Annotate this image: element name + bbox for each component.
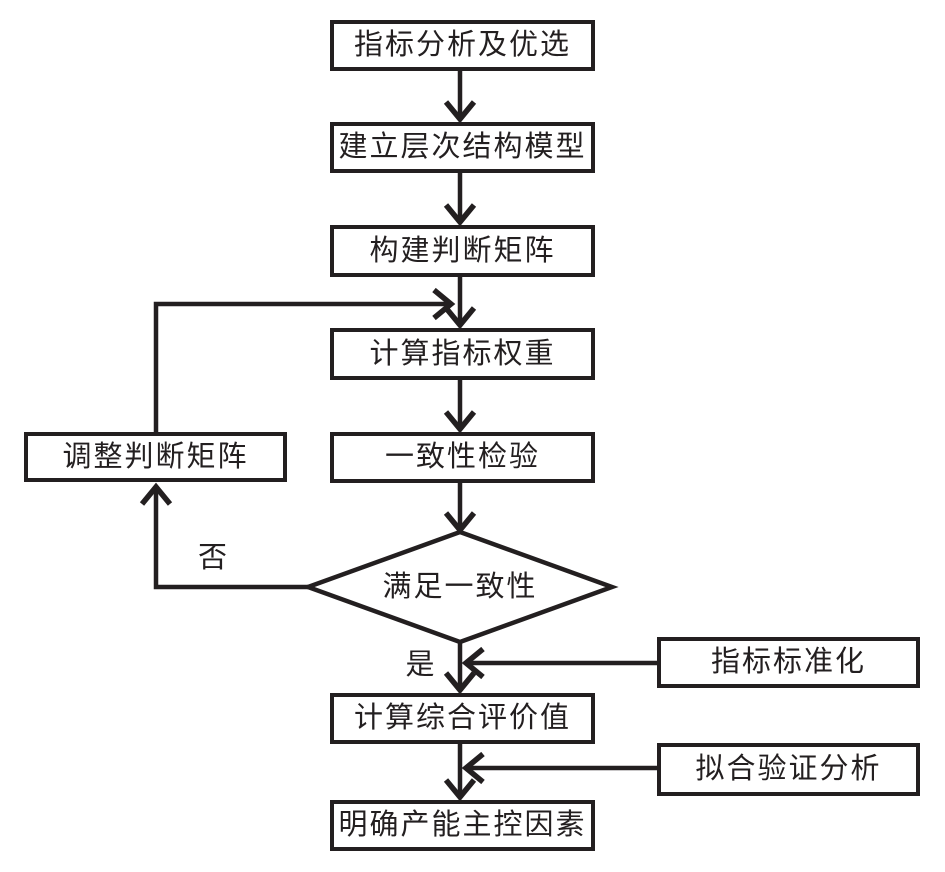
node-indicator-analysis: 指标分析及优选 (330, 20, 595, 71)
node-standardization: 指标标准化 (657, 637, 920, 688)
node-fitting-analysis: 拟合验证分析 (657, 743, 920, 796)
node-consistency-decision-label: 满足一致性 (382, 570, 538, 603)
node-hierarchy-model: 建立层次结构模型 (330, 122, 595, 173)
branch-label-yes: 是 (405, 648, 435, 681)
arrow-decision-no-to-adjust (139, 482, 308, 590)
node-consistency-test: 一致性检验 (330, 432, 595, 483)
decision-diamond-shape (301, 529, 619, 645)
node-adjust-matrix: 调整判断矩阵 (24, 432, 287, 482)
node-comprehensive-eval: 计算综合评价值 (330, 693, 595, 744)
node-judgment-matrix: 构建判断矩阵 (330, 225, 595, 277)
node-weight-calc: 计算指标权重 (330, 328, 595, 380)
arrow-adjust-back-to-weight (153, 287, 456, 432)
node-main-factors: 明确产能主控因素 (330, 800, 595, 851)
branch-label-no: 否 (197, 541, 227, 574)
